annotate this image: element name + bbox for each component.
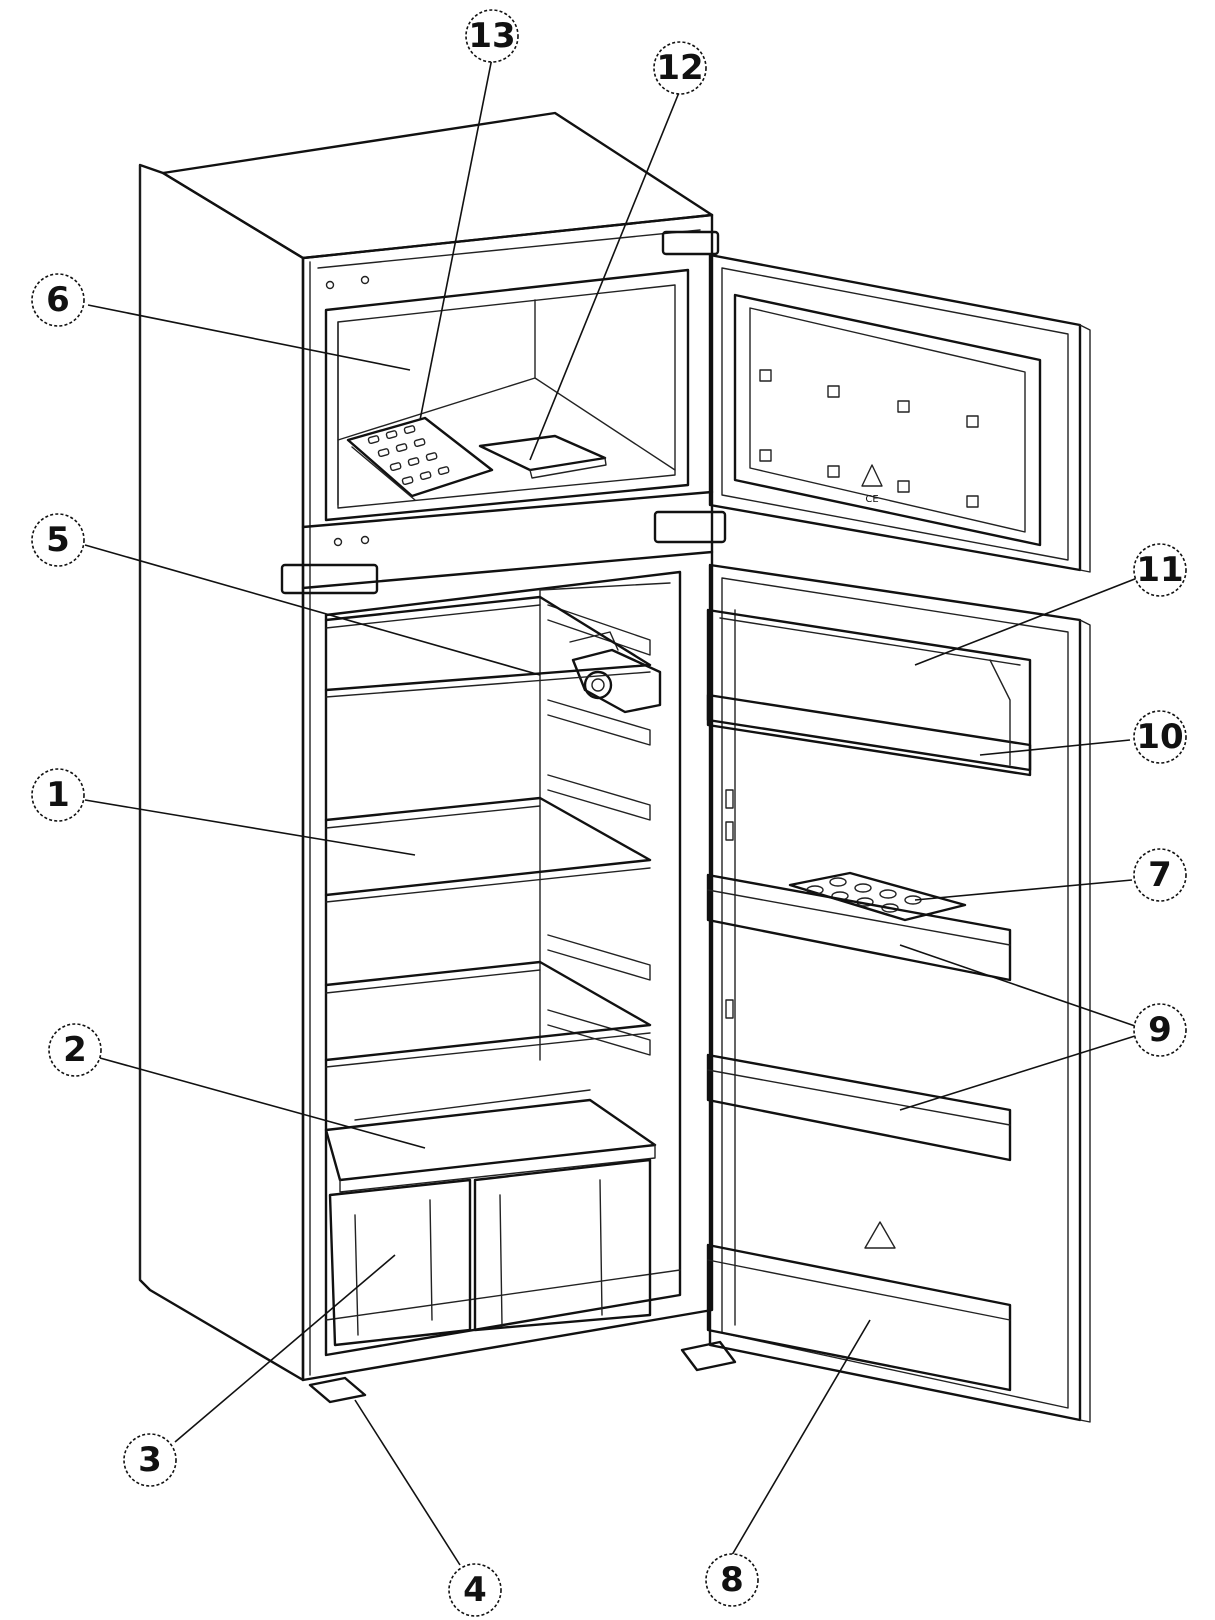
callout-12: 12: [653, 41, 707, 95]
leader-3: [174, 1254, 396, 1443]
leader-9a: [899, 944, 1136, 1027]
hinges: [280, 230, 727, 595]
leader-11: [914, 574, 1146, 666]
crisper-cover: [324, 1089, 657, 1193]
leader-12: [529, 89, 681, 461]
callout-4: 4: [448, 1563, 502, 1617]
callout-1: 1: [31, 768, 85, 822]
glass-shelves: [324, 595, 652, 1068]
ice-cube-tray: [346, 416, 494, 501]
ice-scraper: [478, 434, 607, 479]
svg-text:1: 1: [46, 775, 70, 815]
leader-1: [84, 799, 416, 856]
svg-text:2: 2: [63, 1030, 87, 1070]
callout-13: 13: [465, 9, 519, 63]
leader-6: [87, 304, 411, 371]
callout-9: 9: [1133, 1003, 1187, 1057]
callout-11: 11: [1133, 543, 1187, 597]
svg-text:7: 7: [1148, 855, 1172, 895]
callout-7: 7: [1133, 848, 1187, 902]
leader-lines: [84, 57, 1146, 1566]
leader-9b: [899, 1035, 1136, 1111]
leader-10: [979, 739, 1131, 756]
leader-4: [354, 1399, 461, 1566]
callout-3: 3: [123, 1433, 177, 1487]
callout-6: 6: [31, 273, 85, 327]
adjustable-feet: [308, 1340, 737, 1404]
svg-text:12: 12: [656, 48, 703, 88]
svg-text:8: 8: [720, 1560, 744, 1600]
leader-5: [84, 544, 541, 676]
dairy-compartment: [706, 608, 1032, 777]
freezer-door: CE: [708, 253, 1091, 573]
svg-text:5: 5: [46, 520, 70, 560]
fridge-door: [708, 563, 1091, 1423]
svg-text:13: 13: [468, 16, 515, 56]
door-shelves: [706, 873, 1012, 1162]
svg-text:4: 4: [463, 1570, 487, 1610]
leader-8: [731, 1319, 871, 1556]
callout-10: 10: [1133, 710, 1187, 764]
svg-text:6: 6: [46, 280, 70, 320]
freezer-compartment: [301, 268, 714, 590]
cabinet: [138, 111, 714, 1382]
svg-text:3: 3: [138, 1440, 162, 1480]
leader-2: [99, 1057, 426, 1149]
callouts: 13 12 6 5 1 2 3 4: [31, 9, 1187, 1617]
leader-13: [419, 57, 493, 421]
leader-7: [914, 879, 1133, 901]
callout-5: 5: [31, 513, 85, 567]
fridge-compartment: [324, 570, 682, 1357]
egg-tray: [788, 871, 967, 922]
bottle-shelf: [706, 1221, 1012, 1392]
svg-text:9: 9: [1148, 1010, 1172, 1050]
crisper-drawers: [328, 1158, 652, 1347]
svg-text:11: 11: [1136, 550, 1183, 590]
svg-text:10: 10: [1136, 717, 1183, 757]
door-marking: CE: [865, 494, 878, 505]
callout-8: 8: [705, 1553, 759, 1607]
callout-2: 2: [48, 1023, 102, 1077]
